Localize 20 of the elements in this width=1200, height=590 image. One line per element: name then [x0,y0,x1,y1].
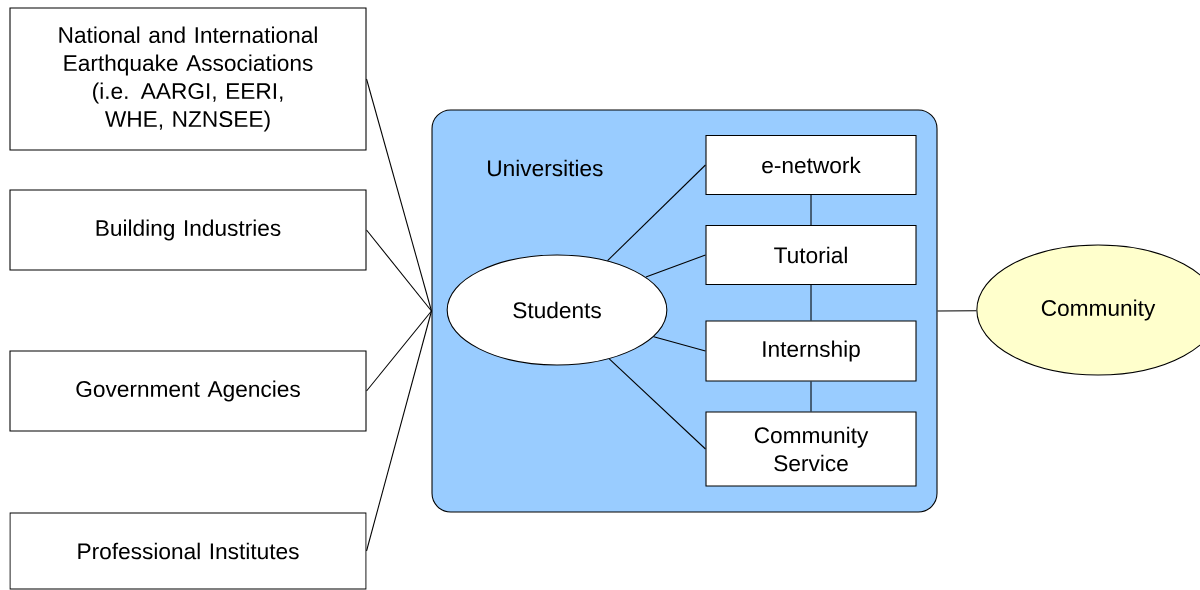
activity-box: e-network [705,134,917,196]
organization-box: Building Industries [9,189,367,271]
connector-line [366,229,432,312]
connector-line [810,381,812,412]
connector-line [653,336,706,352]
connector-line [366,310,432,392]
activity-box: Community Service [705,411,917,487]
connector-line [810,194,812,226]
activity-box: Tutorial [705,224,917,286]
organization-box: Professional Institutes [9,512,367,590]
connector-line [366,310,432,552]
connector-line [366,78,432,312]
activity-box: Internship [705,320,917,382]
connector-line [645,254,706,278]
connector-line [607,164,706,262]
organization-box: Government Agencies [9,350,367,432]
connector-line [608,358,706,450]
connector-line [810,284,812,321]
organization-box: National and International Earthquake Associations (i.e. AARGI, EERI, WHE, NZNSEE) [9,7,367,151]
connector-line [937,310,977,312]
